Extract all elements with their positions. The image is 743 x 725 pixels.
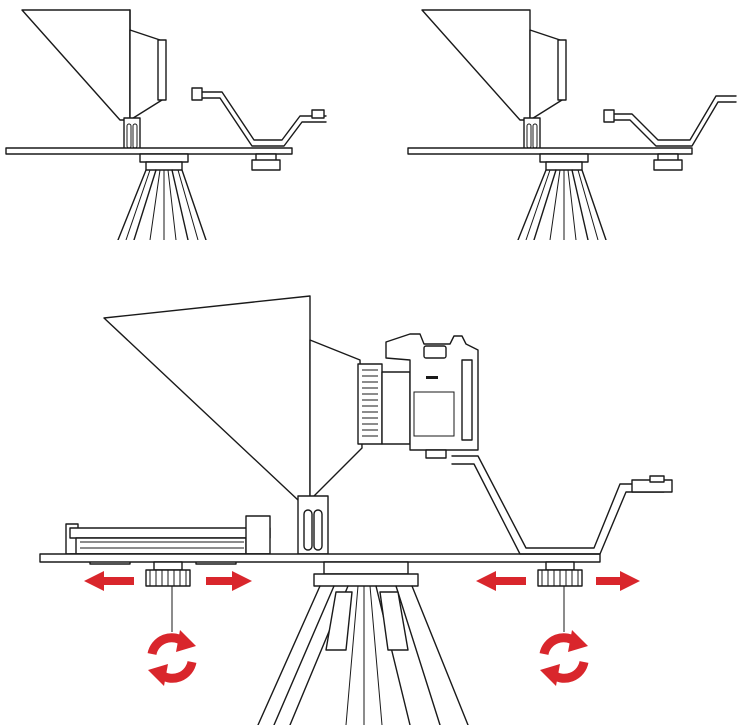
step-1-panel [0, 0, 360, 240]
hood-shape [103, 295, 311, 501]
teleprompter-rig-icon [5, 9, 327, 240]
hood-shape [21, 9, 131, 121]
lens-shroud [129, 29, 163, 121]
lens-ring [357, 363, 383, 445]
rotate-knob-icon [147, 630, 197, 686]
lens-shroud [309, 339, 363, 501]
base-plate [39, 553, 601, 563]
teleprompter-rig-icon [407, 9, 737, 240]
slide-left-right-arrows [84, 571, 252, 591]
slide-left-right-arrows [476, 571, 640, 591]
base-plate [5, 147, 293, 155]
step-3-panel [0, 280, 743, 725]
dslr-camera-icon [385, 333, 479, 459]
rotate-knob-icon [539, 630, 589, 686]
step-2-panel [400, 0, 743, 240]
teleprompter-rig-icon [39, 295, 673, 725]
